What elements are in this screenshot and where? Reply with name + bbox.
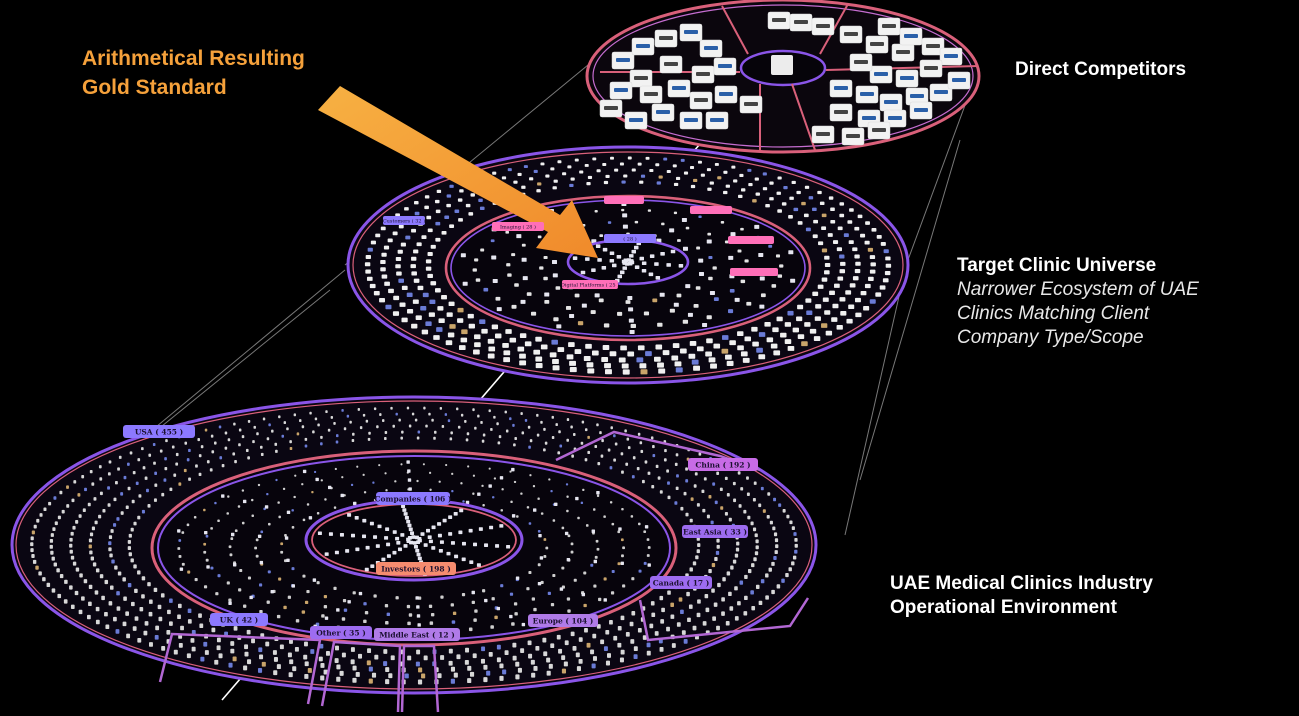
direct-competitors-label: Direct Competitors: [1015, 58, 1186, 82]
gold-standard-line1: Arithmetical Resulting: [82, 47, 305, 70]
industry-tag-label: Europe ( 104 ): [533, 617, 594, 626]
gold-standard-label: Arithmetical Resulting Gold Standard: [82, 44, 305, 102]
target-tag-label: Imaging ( 28 ): [500, 224, 536, 231]
competitor-disc: [585, 0, 981, 154]
industry-title2: Operational Environment: [890, 597, 1117, 618]
industry-tag-label: Canada ( 17 ): [653, 579, 710, 588]
target-tag-pill: [730, 268, 778, 276]
industry-tag-label: Companies ( 106 ): [375, 495, 452, 504]
industry-tag: Investors ( 198 ): [376, 562, 456, 575]
target-disc: [346, 145, 910, 385]
target-tag-label: ( 28 ): [623, 236, 636, 243]
industry-tag: China ( 192 ): [688, 458, 758, 471]
industry-tag-label: USA ( 455 ): [135, 428, 183, 437]
industry-tag-label: China ( 192 ): [695, 461, 750, 470]
industry-tag-label: Middle East ( 12 ): [379, 631, 455, 640]
target-tag: Digital Platforms ( 25 ): [561, 280, 619, 289]
industry-tag-label: East Asia ( 33 ): [683, 528, 747, 537]
indOuter-dots: [30, 406, 798, 685]
competitor-logo-tiles: [599, 11, 971, 146]
industry-core-dots: [317, 504, 511, 576]
indMid-dots: [177, 460, 651, 636]
industry-tag: UK ( 42 ): [210, 613, 268, 626]
target-universe-title: Target Clinic Universe: [957, 255, 1157, 276]
industry-tag: Europe ( 104 ): [528, 614, 598, 627]
competitor-center-tile: [771, 55, 793, 75]
target-tag: Customers ( 32 ): [383, 216, 425, 225]
target-tag-label: Digital Platforms ( 25 ): [561, 282, 619, 289]
target-universe-sub1: Narrower Ecosystem of UAE: [957, 279, 1199, 300]
industry-tag-label: Other ( 35 ): [316, 629, 366, 638]
industry-disc: [10, 395, 818, 713]
industry-tag-label: UK ( 42 ): [220, 616, 258, 625]
industry-segments: [158, 430, 810, 713]
industry-tag: Middle East ( 12 ): [374, 628, 460, 641]
target-universe-sub3: Company Type/Scope: [957, 327, 1144, 348]
target-universe-sub2: Clinics Matching Client: [957, 303, 1150, 324]
target-tag-label: Customers ( 32 ): [383, 218, 425, 225]
tgtOuter-dots: [364, 156, 892, 375]
industry-tag: Canada ( 17 ): [650, 576, 712, 589]
gold-standard-arrow: [318, 86, 598, 258]
target-universe-label: Target Clinic Universe Narrower Ecosyste…: [957, 254, 1199, 350]
target-tag-pill: [690, 206, 732, 214]
industry-title1: UAE Medical Clinics Industry: [890, 573, 1153, 594]
industry-tag: Other ( 35 ): [310, 626, 372, 639]
target-tag-pill: [728, 236, 774, 244]
gold-standard-line2: Gold Standard: [82, 76, 227, 99]
industry-tag-label: Investors ( 198 ): [381, 565, 451, 574]
industry-tag: USA ( 455 ): [123, 425, 195, 438]
industry-tag: Companies ( 106 ): [375, 492, 452, 505]
target-tag-pill: [604, 196, 644, 204]
industry-label: UAE Medical Clinics Industry Operational…: [890, 572, 1153, 620]
target-tag: ( 28 ): [604, 234, 656, 243]
direct-competitors-title: Direct Competitors: [1015, 59, 1187, 80]
industry-tag: East Asia ( 33 ): [682, 525, 748, 538]
tag-pills: USA ( 455 ) China ( 192 ) Companies ( 106 …: [123, 196, 778, 641]
target-tag: Imaging ( 28 ): [492, 222, 544, 231]
